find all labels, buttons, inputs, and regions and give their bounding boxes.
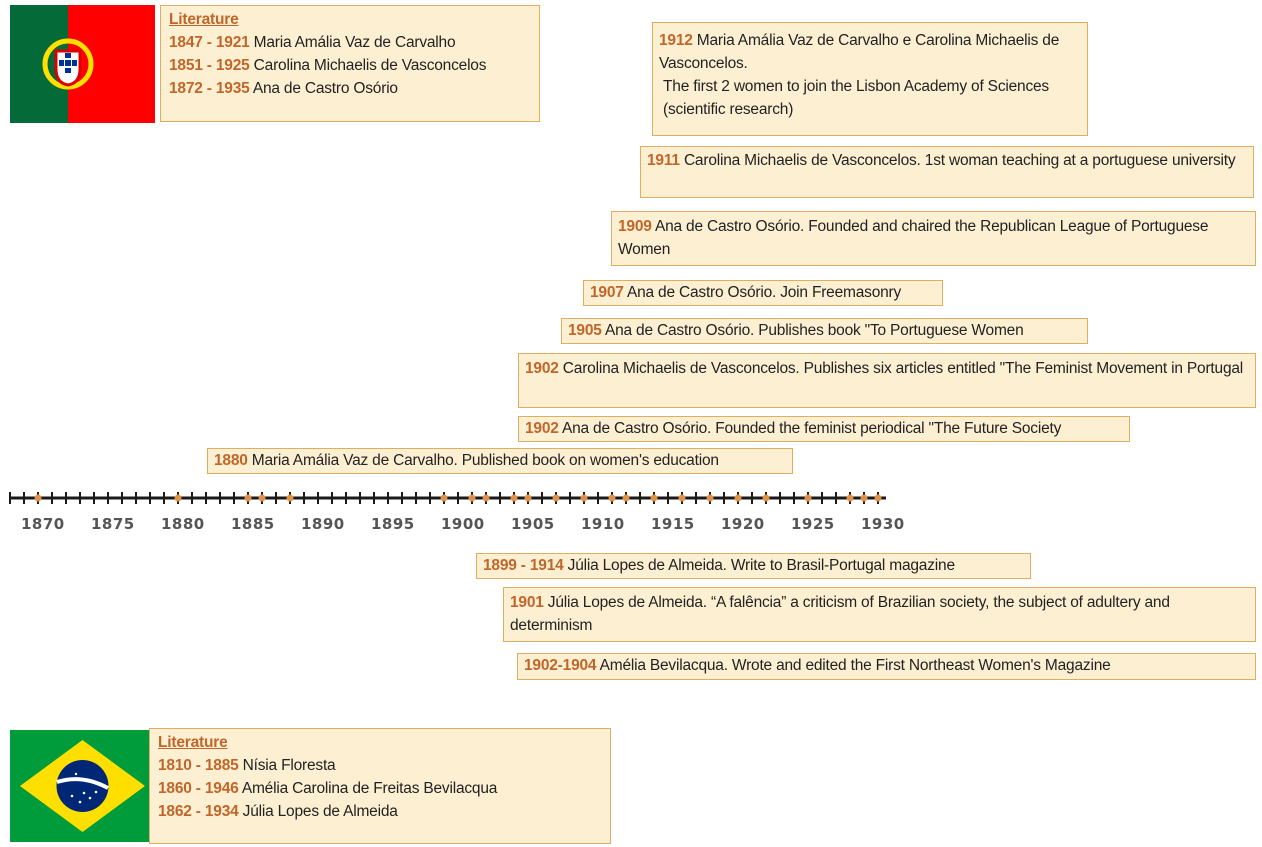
timeline-event-marker xyxy=(174,494,182,502)
brazil-author: 1860 - 1946 Amélia Carolina de Freitas B… xyxy=(158,780,498,797)
timeline-event-marker xyxy=(678,494,686,502)
event-1912-box: 1912 Maria Amália Vaz de Carvalho e Caro… xyxy=(652,22,1088,136)
timeline-label: 1905 xyxy=(511,515,555,533)
event-1909-box: 1909 Ana de Castro Osório. Founded and c… xyxy=(611,211,1256,266)
timeline-label: 1900 xyxy=(441,515,485,533)
brazil-literature-box: Literature 1810 - 1885 Nísia Floresta 18… xyxy=(149,728,611,844)
timeline-event-marker xyxy=(244,494,252,502)
timeline-label: 1875 xyxy=(91,515,135,533)
timeline-event-marker xyxy=(258,494,266,502)
event-1902-feminist-movement-box: 1902 Carolina Michaelis de Vasconcelos. … xyxy=(518,353,1256,408)
timeline-event-marker xyxy=(622,494,630,502)
timeline-label: 1890 xyxy=(301,515,345,533)
timeline-event-marker xyxy=(706,494,714,502)
timeline-event-marker xyxy=(468,494,476,502)
event-1902-1904-box: 1902-1904 Amélia Bevilacqua. Wrote and e… xyxy=(517,653,1256,680)
timeline-event-marker xyxy=(608,494,616,502)
portugal-flag-icon xyxy=(10,5,155,123)
event-1905-box: 1905 Ana de Castro Osório. Publishes boo… xyxy=(561,318,1088,344)
timeline-event-marker xyxy=(440,494,448,502)
brazil-author: 1862 - 1934 Júlia Lopes de Almeida xyxy=(158,803,398,820)
event-1907-box: 1907 Ana de Castro Osório. Join Freemaso… xyxy=(583,280,943,306)
portugal-flag xyxy=(10,5,155,123)
timeline-label: 1870 xyxy=(21,515,65,533)
timeline-event-marker xyxy=(552,494,560,502)
timeline-label: 1930 xyxy=(861,515,905,533)
timeline-label: 1895 xyxy=(371,515,415,533)
timeline-event-marker xyxy=(874,494,882,502)
brazil-literature-header: Literature xyxy=(158,734,228,751)
brazil-author: 1810 - 1885 Nísia Floresta xyxy=(158,757,336,774)
timeline-label: 1885 xyxy=(231,515,275,533)
event-1880-box: 1880 Maria Amália Vaz de Carvalho. Publi… xyxy=(207,448,793,474)
timeline-event-marker xyxy=(510,494,518,502)
portugal-literature-box: Literature 1847 - 1921 Maria Amália Vaz … xyxy=(160,5,540,122)
timeline-event-marker xyxy=(804,494,812,502)
event-1911-box: 1911 Carolina Michaelis de Vasconcelos. … xyxy=(640,146,1254,198)
timeline-event-marker xyxy=(846,494,854,502)
timeline-label: 1915 xyxy=(651,515,695,533)
brazil-flag xyxy=(10,730,155,842)
timeline-label: 1880 xyxy=(161,515,205,533)
timeline-event-marker xyxy=(482,494,490,502)
timeline-event-marker xyxy=(580,494,588,502)
timeline-event-marker xyxy=(860,494,868,502)
timeline-event-marker xyxy=(650,494,658,502)
timeline-event-marker xyxy=(762,494,770,502)
portugal-author: 1847 - 1921 Maria Amália Vaz de Carvalho xyxy=(169,34,456,51)
brazil-flag-icon xyxy=(10,730,155,842)
portugal-author: 1872 - 1935 Ana de Castro Osório xyxy=(169,80,398,97)
timeline-axis xyxy=(9,492,886,504)
timeline-event-marker xyxy=(734,494,742,502)
timeline-event-marker xyxy=(34,494,42,502)
timeline-event-marker xyxy=(524,494,532,502)
timeline-label: 1910 xyxy=(581,515,625,533)
event-1901-box: 1901 Júlia Lopes de Almeida. “A falência… xyxy=(503,587,1256,642)
event-1902-future-society-box: 1902 Ana de Castro Osório. Founded the f… xyxy=(518,416,1130,442)
timeline-label: 1920 xyxy=(721,515,765,533)
portugal-author: 1851 - 1925 Carolina Michaelis de Vascon… xyxy=(169,57,487,74)
timeline-event-marker xyxy=(286,494,294,502)
event-1899-1914-box: 1899 - 1914 Júlia Lopes de Almeida. Writ… xyxy=(476,553,1031,579)
timeline-label: 1925 xyxy=(791,515,835,533)
portugal-literature-header: Literature xyxy=(169,11,239,28)
